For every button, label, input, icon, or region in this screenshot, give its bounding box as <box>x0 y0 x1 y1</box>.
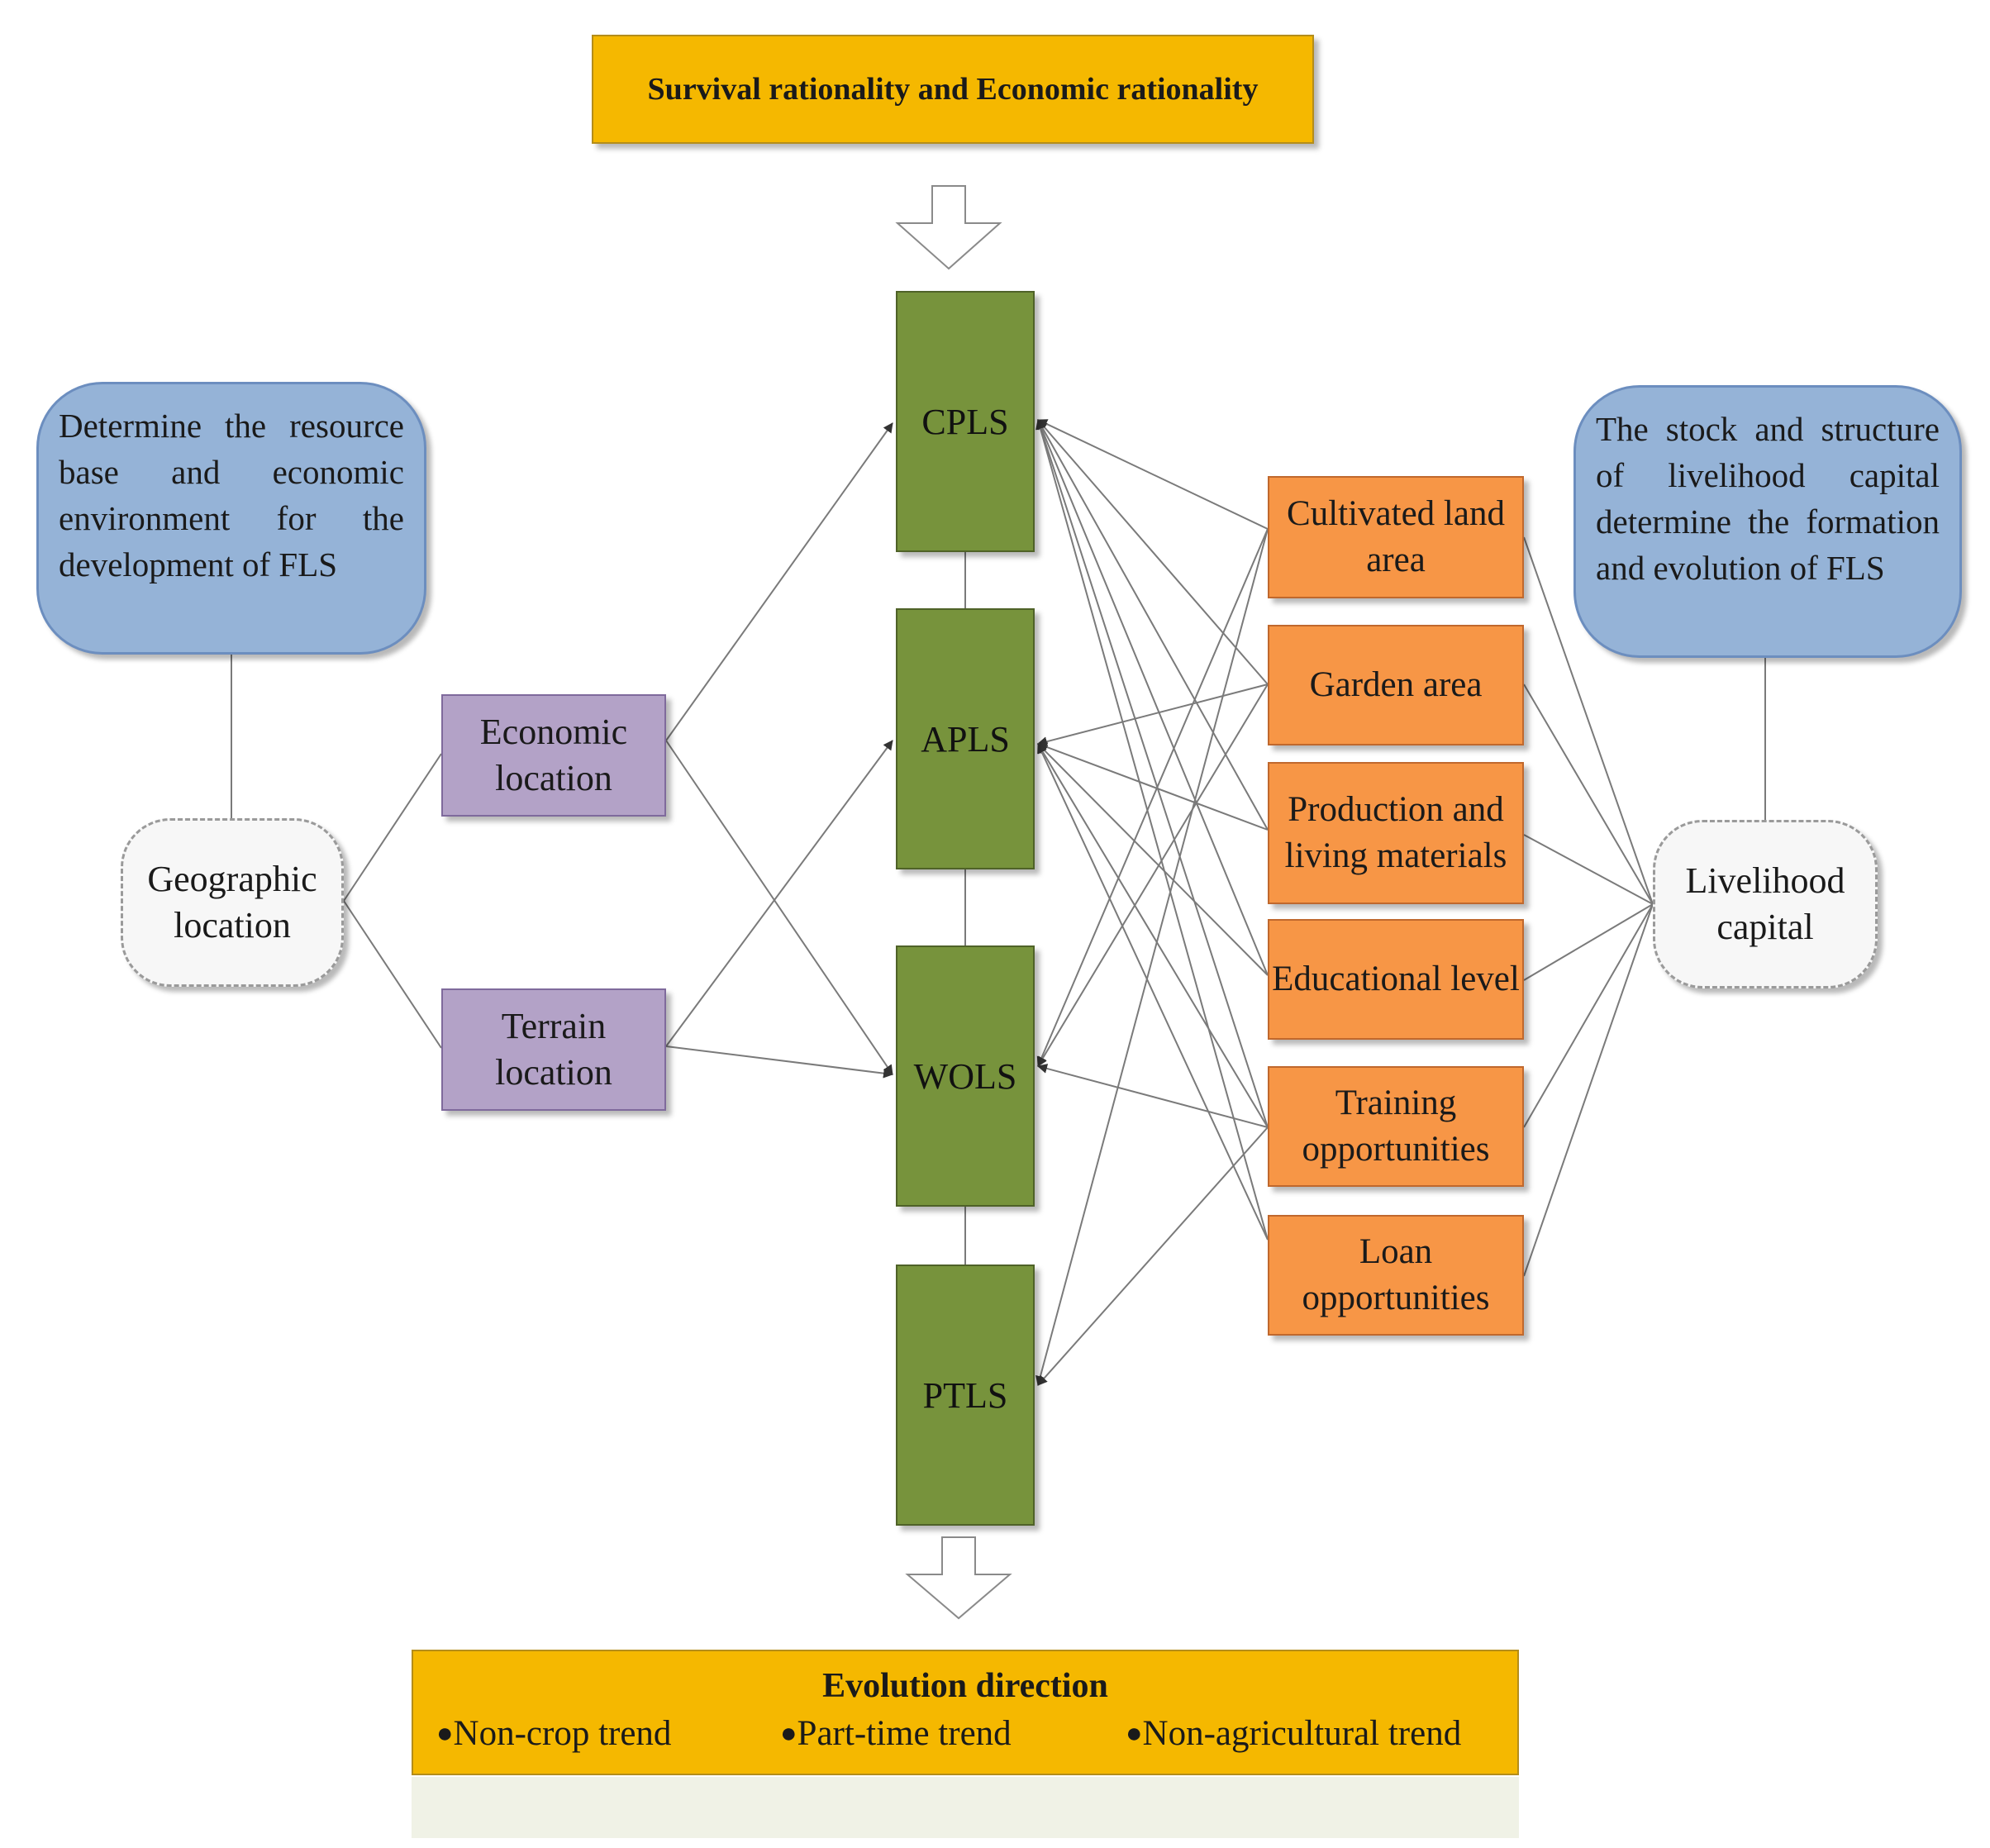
trend-part-time-label: Part-time trend <box>797 1714 1012 1753</box>
education-to-cpls <box>1036 419 1269 976</box>
strategy-cpls-label: CPLS <box>921 401 1009 442</box>
garden-to-cpls <box>1037 419 1269 685</box>
loan-opportunities-label: Loan opportunities <box>1302 1232 1490 1317</box>
left-note: Determine the resource base and economic… <box>36 382 426 655</box>
bottom-banner: Evolution direction ●Non-crop trend ●Par… <box>412 1650 1519 1775</box>
trend-non-crop: ●Non-crop trend <box>436 1711 671 1757</box>
economic-location-label: Economic location <box>479 712 628 798</box>
strategy-wols-label: WOLS <box>913 1055 1017 1097</box>
training-opportunities-box: Training opportunities <box>1268 1066 1524 1187</box>
cultivated-to-cpls <box>1037 419 1269 530</box>
training-opportunities-label: Training opportunities <box>1302 1084 1490 1169</box>
cultivated-to-ptls <box>1035 528 1269 1386</box>
production-living-materials-box: Production and living materials <box>1268 762 1524 904</box>
factor-5-to-livelihood <box>1523 903 1654 1277</box>
strategy-apls-label: APLS <box>921 718 1010 760</box>
livelihood-capital-node: Livelihood capital <box>1653 820 1878 988</box>
educational-level-box: Educational level <box>1268 919 1524 1040</box>
trend-non-crop-label: Non-crop trend <box>453 1714 672 1753</box>
geo-to-economic <box>343 753 442 902</box>
bottom-banner-title: Evolution direction <box>822 1667 1108 1705</box>
economic-to-wols <box>665 740 893 1075</box>
trend-non-agricultural: ●Non-agricultural trend <box>1126 1711 1461 1757</box>
top-banner-title: Survival rationality and Economic ration… <box>647 72 1259 107</box>
training-to-cpls <box>1035 419 1269 1128</box>
loan-to-cpls <box>1035 419 1269 1241</box>
factor-1-to-livelihood <box>1523 683 1654 905</box>
geographic-location-label: Geographic location <box>147 859 317 945</box>
geographic-location-node: Geographic location <box>121 818 344 987</box>
materials-to-cpls <box>1037 419 1269 831</box>
strategy-wols: WOLS <box>896 945 1035 1207</box>
production-living-materials-label: Production and living materials <box>1284 790 1507 875</box>
bullet-icon: ● <box>780 1718 797 1749</box>
geo-to-terrain <box>343 900 442 1049</box>
strategy-ptls: PTLS <box>896 1265 1035 1526</box>
trend-part-time: ●Part-time trend <box>780 1711 1012 1757</box>
down-arrow-bottom-icon <box>905 1536 1012 1620</box>
bullet-icon: ● <box>1126 1718 1143 1749</box>
garden-area-box: Garden area <box>1268 625 1524 745</box>
loan-opportunities-box: Loan opportunities <box>1268 1215 1524 1336</box>
down-arrow-top-icon <box>895 185 1002 270</box>
strategy-apls: APLS <box>896 608 1035 869</box>
materials-to-apls <box>1037 742 1269 831</box>
factor-4-to-livelihood <box>1523 903 1654 1128</box>
factor-2-to-livelihood <box>1523 834 1654 905</box>
educational-level-label: Educational level <box>1272 960 1520 998</box>
factor-0-to-livelihood <box>1523 536 1654 905</box>
strategy-cpls: CPLS <box>896 291 1035 552</box>
education-to-apls <box>1037 743 1269 976</box>
economic-location-box: Economic location <box>441 694 666 817</box>
training-to-ptls <box>1037 1126 1269 1386</box>
training-to-wols <box>1037 1064 1269 1128</box>
cultivated-land-area-label: Cultivated land area <box>1287 494 1505 579</box>
bottom-banner-fade <box>412 1777 1519 1838</box>
terrain-location-box: Terrain location <box>441 988 666 1111</box>
training-to-apls <box>1037 743 1269 1128</box>
cultivated-to-wols <box>1036 528 1269 1067</box>
garden-to-apls <box>1037 683 1269 747</box>
strategy-ptls-label: PTLS <box>922 1374 1008 1416</box>
right-note: The stock and structure of livelihood ca… <box>1573 385 1962 658</box>
bullet-icon: ● <box>436 1718 454 1749</box>
terrain-to-apls <box>665 740 893 1047</box>
garden-to-wols <box>1037 683 1269 1067</box>
cultivated-land-area-box: Cultivated land area <box>1268 476 1524 598</box>
terrain-to-wols <box>665 1045 893 1079</box>
right-note-text: The stock and structure of livelihood ca… <box>1596 410 1940 587</box>
top-banner: Survival rationality and Economic ration… <box>592 35 1314 144</box>
livelihood-capital-label: Livelihood capital <box>1685 860 1845 947</box>
economic-to-cpls <box>665 422 893 741</box>
left-note-text: Determine the resource base and economic… <box>59 407 404 583</box>
terrain-location-label: Terrain location <box>495 1006 612 1093</box>
loan-to-apls <box>1037 743 1269 1241</box>
garden-area-label: Garden area <box>1309 665 1483 704</box>
trend-non-agricultural-label: Non-agricultural trend <box>1142 1714 1462 1753</box>
factor-3-to-livelihood <box>1523 903 1654 981</box>
